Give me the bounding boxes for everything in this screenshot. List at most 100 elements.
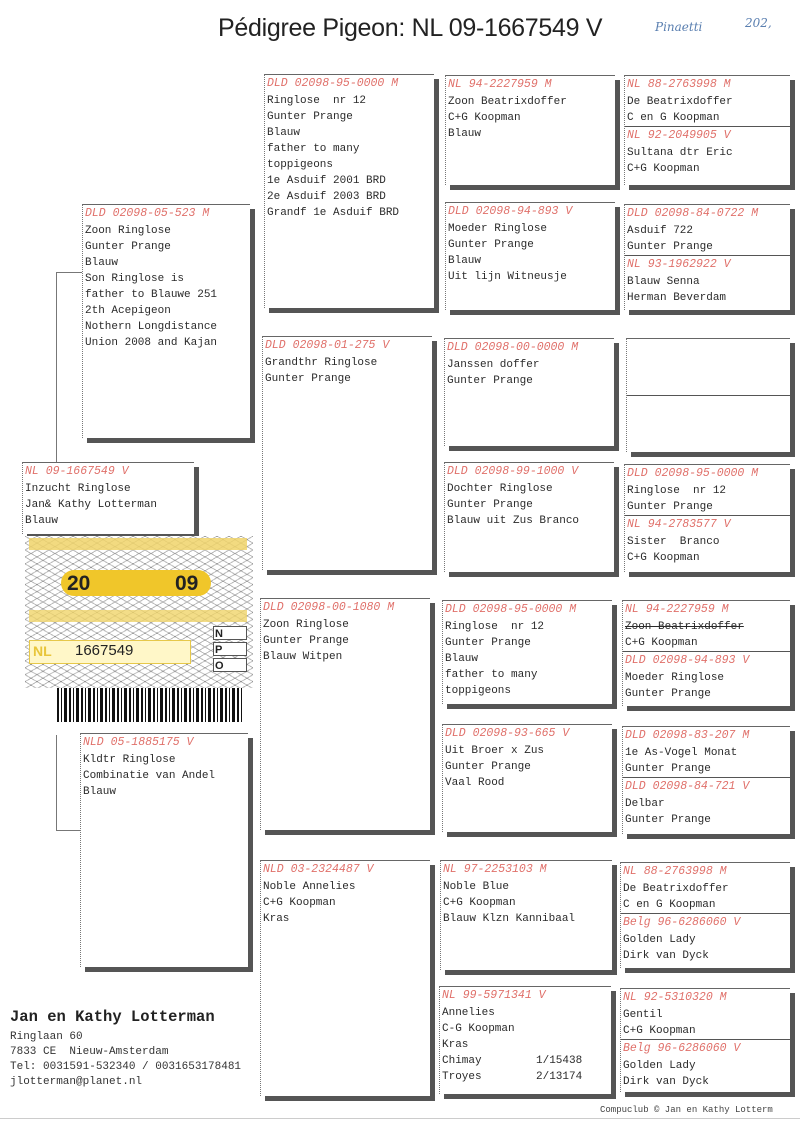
connector-mother-h (56, 830, 80, 831)
gen4-pair-3[interactable] (626, 338, 790, 452)
gen4-card-1[interactable]: NL 88-2763998 M De Beatrixdoffer C en G … (625, 76, 790, 126)
ring-number: DLD 02098-01-275 V (265, 339, 390, 352)
ring-card-banner (29, 538, 247, 550)
gen3-card-6[interactable]: DLD 02098-93-665 V Uit Broer x Zus Gunte… (442, 724, 612, 832)
mother-card[interactable]: NLD 05-1885175 V Kldtr Ringlose Combinat… (80, 733, 248, 967)
ring-number: DLD 02098-00-1080 M (263, 601, 395, 614)
gen3-card-8[interactable]: NL 99-5971341 V Annelies C-G Koopman Kra… (439, 986, 611, 1094)
pigeon-line: Moeder Ringlose (625, 672, 725, 684)
gen4-card-2[interactable]: NL 92-2049905 V Sultana dtr Eric C+G Koo… (625, 126, 790, 177)
gen2-card-4[interactable]: NLD 03-2324487 V Noble Annelies C+G Koop… (260, 860, 430, 1096)
ring-card-year-right: 09 (175, 572, 199, 595)
gen3-card-1[interactable]: NL 94-2227959 M Zoon Beatrixdoffer C+G K… (445, 75, 615, 185)
pigeon-line: 1e Asduif 2001 BRD (267, 175, 386, 187)
gen4-card-4[interactable]: NL 93-1962922 V Blauw Senna Herman Bever… (625, 255, 790, 306)
gen4-card-12[interactable]: DLD 02098-84-721 V Delbar Gunter Prange (623, 777, 790, 828)
ring-card-image: 20 09 NL 1667549 N P O (25, 536, 253, 688)
ring-number: NL 94-2227959 M (625, 603, 729, 616)
gen4-card-14[interactable]: Belg 96-6286060 V Golden Lady Dirk van D… (621, 913, 790, 964)
gen4-card-9[interactable]: NL 94-2227959 M Zoon Beatrixdoffer C+G K… (623, 601, 790, 651)
pigeon-line: Grandthr Ringlose (265, 357, 378, 369)
gen4-card-11[interactable]: DLD 02098-83-207 M 1e As-Vogel Monat Gun… (623, 727, 790, 777)
pigeon-line: Gunter Prange (625, 814, 711, 826)
ring-number: DLD 02098-95-0000 M (267, 77, 399, 90)
pigeon-line: Blauw (448, 255, 482, 267)
owner-email[interactable]: jlotterman@planet.nl (10, 1076, 143, 1088)
gen4-pair-1[interactable]: NL 88-2763998 M De Beatrixdoffer C en G … (624, 75, 790, 185)
gen3-card-4[interactable]: DLD 02098-99-1000 V Dochter Ringlose Gun… (444, 462, 614, 572)
pigeon-line: Zoon Ringlose (263, 619, 349, 631)
gen4-card-3[interactable]: DLD 02098-84-0722 M Asduif 722 Gunter Pr… (625, 205, 790, 255)
gen3-card-7[interactable]: NL 97-2253103 M Noble Blue C+G Koopman B… (440, 860, 612, 970)
gen4-pair-8[interactable]: NL 92-5310320 M Gentil C+G Koopman Belg … (620, 988, 790, 1092)
ring-number: NL 92-2049905 V (627, 129, 731, 142)
pigeon-line: Zoon Beatrixdoffer (448, 96, 567, 108)
father-card[interactable]: DLD 02098-05-523 M Zoon Ringlose Gunter … (82, 204, 250, 438)
gen4-card-5[interactable] (627, 339, 790, 395)
pigeon-line: C en G Koopman (627, 112, 720, 124)
ring-number: DLD 02098-93-665 V (445, 727, 570, 740)
pigeon-line: Ringlose nr 12 (267, 95, 367, 107)
pigeon-line: Herman Beverdam (627, 292, 727, 304)
pigeon-line: Blauw (267, 127, 301, 139)
owner-phone: Tel: 0031591-532340 / 0031653178481 (10, 1061, 242, 1073)
pigeon-line: Gunter Prange (627, 241, 713, 253)
pigeon-line: De Beatrixdoffer (627, 96, 733, 108)
gen4-pair-6[interactable]: DLD 02098-83-207 M 1e As-Vogel Monat Gun… (622, 726, 790, 834)
pigeon-line: Gunter Prange (265, 373, 351, 385)
pigeon-line: Golden Lady (623, 934, 696, 946)
pigeon-line: toppigeons (267, 159, 334, 171)
ring-number: NL 93-1962922 V (627, 258, 731, 271)
gen2-card-1[interactable]: DLD 02098-95-0000 M Ringlose nr 12 Gunte… (264, 74, 434, 308)
pigeon-line: Ringlose nr 12 (627, 485, 727, 497)
page-title: Pédigree Pigeon: NL 09-1667549 V (218, 14, 603, 42)
ring-card-logo-p: P (213, 642, 247, 656)
gen3-card-2[interactable]: DLD 02098-94-893 V Moeder Ringlose Gunte… (445, 202, 615, 310)
pigeon-color: Blauw (25, 515, 59, 527)
pigeon-line: Delbar (625, 798, 665, 810)
gen3-card-3[interactable]: DLD 02098-00-0000 M Janssen doffer Gunte… (444, 338, 614, 446)
pigeon-line: Blauw Senna (627, 276, 700, 288)
pigeon-line: C+G Koopman (263, 897, 336, 909)
ring-number: NL 88-2763998 M (623, 865, 727, 878)
pigeon-line: Gunter Prange (263, 635, 349, 647)
pigeon-line: Zoon Ringlose (85, 225, 171, 237)
ring-number: DLD 02098-84-721 V (625, 780, 750, 793)
ring-number: DLD 02098-99-1000 V (447, 465, 579, 478)
pigeon-line: Dirk van Dyck (623, 950, 709, 962)
gen4-pair-4[interactable]: DLD 02098-95-0000 M Ringlose nr 12 Gunte… (624, 464, 790, 572)
connector-father (56, 272, 57, 462)
ring-number: DLD 02098-94-893 V (625, 654, 750, 667)
gen2-card-2[interactable]: DLD 02098-01-275 V Grandthr Ringlose Gun… (262, 336, 432, 570)
gen4-pair-5[interactable]: NL 94-2227959 M Zoon Beatrixdoffer C+G K… (622, 600, 790, 706)
gen2-card-3[interactable]: DLD 02098-00-1080 M Zoon Ringlose Gunter… (260, 598, 430, 830)
pigeon-line: C+G Koopman (623, 1025, 696, 1037)
ring-number: NL 97-2253103 M (443, 863, 547, 876)
gen4-card-7[interactable]: DLD 02098-95-0000 M Ringlose nr 12 Gunte… (625, 465, 790, 515)
pigeon-line: Blauw (445, 653, 479, 665)
gen4-card-16[interactable]: Belg 96-6286060 V Golden Lady Dirk van D… (621, 1039, 790, 1090)
pigeon-line: Annelies (442, 1007, 495, 1019)
owner-city: 7833 CE Nieuw-Amsterdam (10, 1046, 169, 1058)
ring-number: NL 94-2227959 M (448, 78, 552, 91)
gen4-card-8[interactable]: NL 94-2783577 V Sister Branco C+G Koopma… (625, 515, 790, 566)
gen4-pair-7[interactable]: NL 88-2763998 M De Beatrixdoffer C en G … (620, 862, 790, 968)
ring-number: Belg 96-6286060 V (623, 916, 741, 929)
ring-number: NL 99-5971341 V (442, 989, 546, 1002)
gen4-card-10[interactable]: DLD 02098-94-893 V Moeder Ringlose Gunte… (623, 651, 790, 702)
pigeon-line: Nothern Longdistance (85, 321, 218, 333)
gen4-card-15[interactable]: NL 92-5310320 M Gentil C+G Koopman (621, 989, 790, 1039)
ring-number: DLD 02098-00-0000 M (447, 341, 579, 354)
gen4-pair-2[interactable]: DLD 02098-84-0722 M Asduif 722 Gunter Pr… (624, 204, 790, 310)
subject-card[interactable]: NL 09-1667549 V Inzucht Ringlose Jan& Ka… (22, 462, 194, 534)
gen3-card-5[interactable]: DLD 02098-95-0000 M Ringlose nr 12 Gunte… (442, 600, 612, 704)
gen4-card-13[interactable]: NL 88-2763998 M De Beatrixdoffer C en G … (621, 863, 790, 913)
pigeon-line: Blauw Klzn Kannibaal (443, 913, 576, 925)
gen4-card-6[interactable] (627, 395, 790, 452)
owner-block: Jan en Kathy Lotterman Ringlaan 60 7833 … (10, 1008, 241, 1090)
pigeon-line: C+G Koopman (627, 163, 700, 175)
ring-number: Belg 96-6286060 V (623, 1042, 741, 1055)
ring-card-year-left: 20 (67, 572, 91, 595)
